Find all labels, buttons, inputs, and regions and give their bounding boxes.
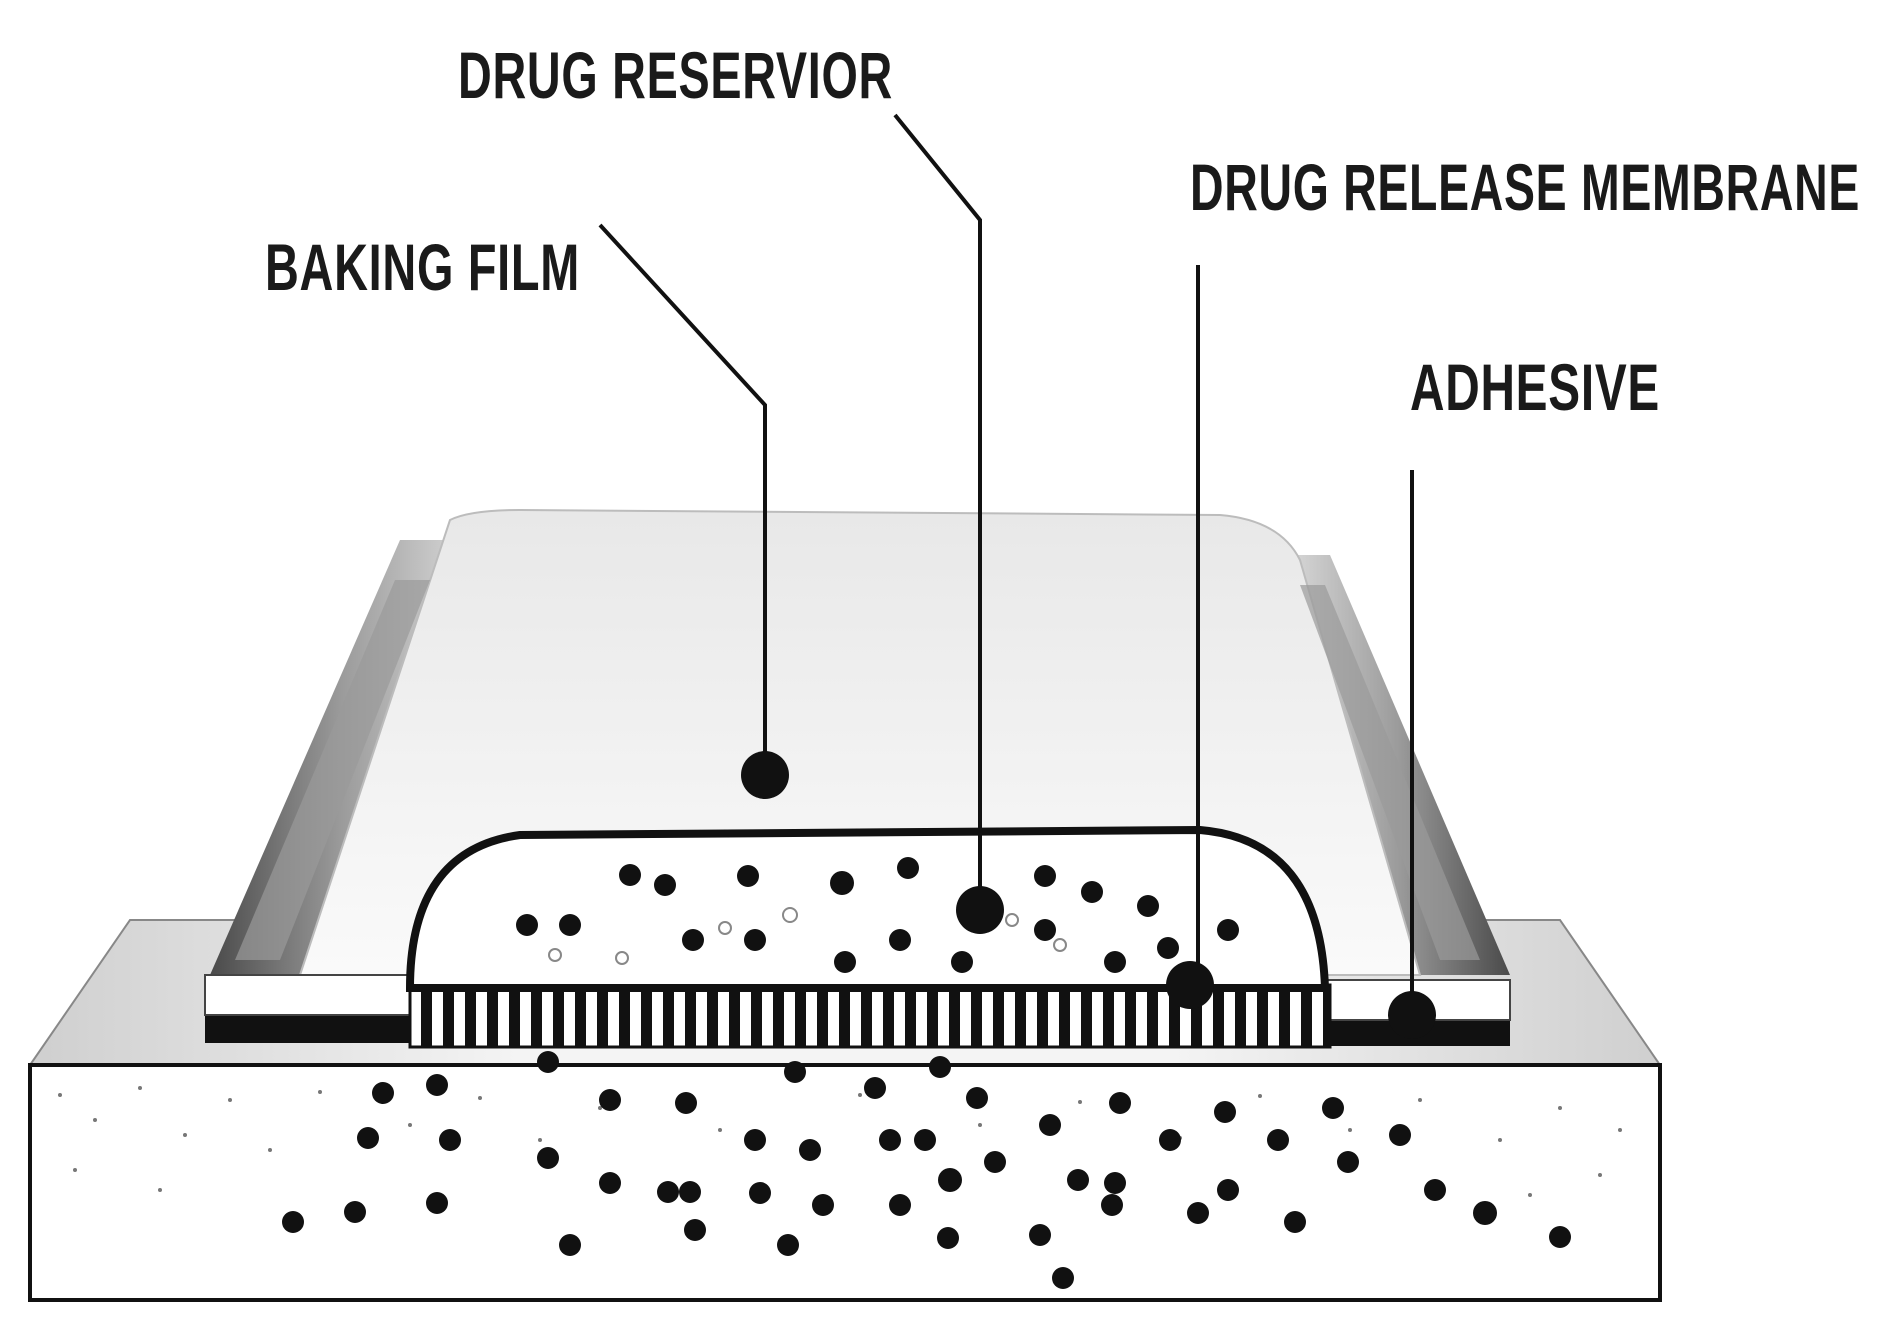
leader-adhesive (1388, 470, 1436, 1039)
reservoir-drug-particles (516, 857, 1239, 973)
leader-drug-release-membrane (1166, 265, 1214, 1009)
reservoir-small-particles (548, 907, 1067, 965)
skin-texture (58, 1086, 1622, 1197)
skin-drug-particles (282, 1051, 1571, 1289)
label-adhesive: ADHESIVE (1410, 350, 1660, 424)
leader-backing-film (598, 223, 789, 799)
label-drug-reservoir: DRUG RESERVIOR (458, 38, 893, 112)
label-drug-release-membrane: DRUG RELEASE MEMBRANE (1190, 150, 1860, 224)
skin-layer (28, 1063, 1662, 1302)
label-backing-film: BAKING FILM (265, 230, 580, 304)
leader-drug-reservoir (893, 113, 1004, 934)
